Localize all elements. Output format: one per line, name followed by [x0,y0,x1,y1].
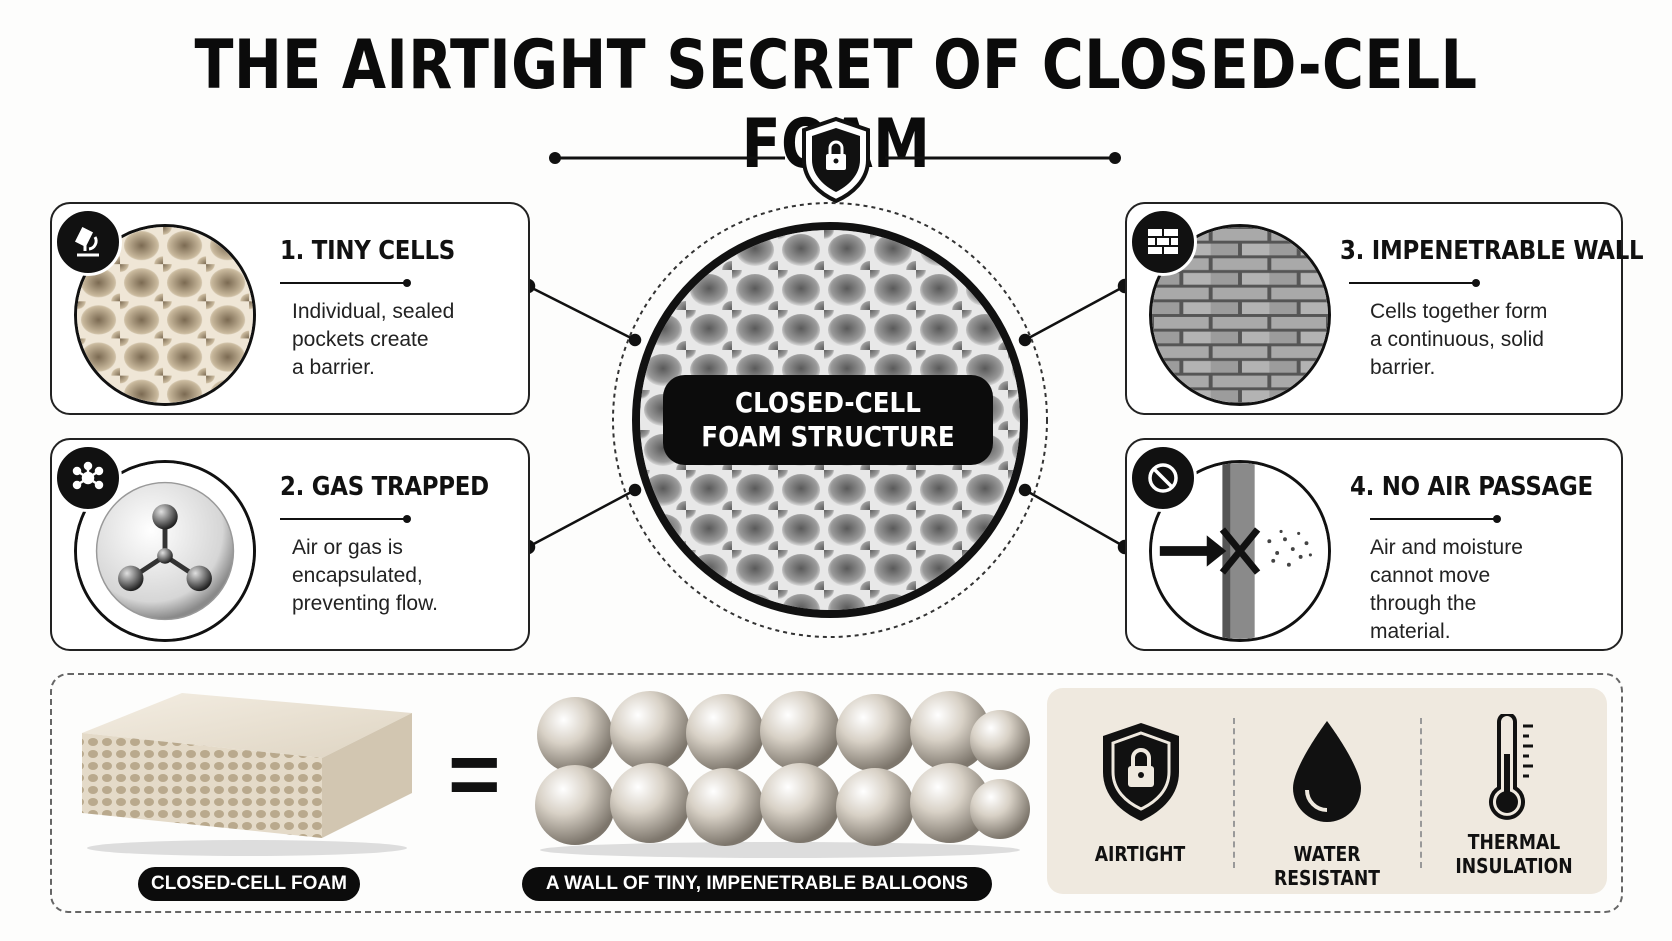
center-label: CLOSED-CELL FOAM STRUCTURE [663,375,993,465]
card-title: 4. NO AIR PASSAGE [1350,472,1593,502]
shield-lock-icon [1103,723,1179,821]
thermometer-icon [1489,714,1533,820]
card-title: 1. TINY CELLS [280,236,456,266]
card-description: Cells together form a continuous, solid … [1370,300,1548,379]
property-thermal-insulation: THERMAL INSULATION [1421,688,1607,894]
card-divider [1349,279,1480,287]
brick-wall-icon [1129,208,1197,276]
card-description: Air and moisture cannot move through the… [1370,536,1523,643]
no-entry-icon [1129,444,1197,512]
analogy-panel [50,673,1623,913]
property-airtight: AIRTIGHT [1047,688,1233,894]
balloon-wall-image [535,691,1030,858]
foam-label: CLOSED-CELL FOAM [138,867,360,901]
card-description: Individual, sealed pockets create a barr… [292,300,455,379]
property-label: THERMAL INSULATION [1455,830,1573,878]
foam-block-image [82,693,412,856]
property-label: AIRTIGHT [1094,842,1186,866]
card-divider [280,515,411,523]
card-description: Air or gas is encapsulated, preventing f… [292,536,438,615]
card-impenetrable-wall: 3. IMPENETRABLE WALL Cells together form… [1125,202,1644,415]
card-divider [280,279,411,287]
property-label: WATER RESISTANT [1273,842,1380,890]
card-divider [1370,515,1501,523]
shield-lock-icon [802,116,870,204]
card-title: 3. IMPENETRABLE WALL [1340,236,1644,266]
property-separator [1233,718,1235,868]
microscope-icon [54,208,122,276]
property-separator [1420,718,1422,868]
card-gas-trapped: 2. GAS TRAPPED Air or gas is encapsulate… [50,438,530,651]
card-no-air-passage: 4. NO AIR PASSAGE Air and moisture canno… [1125,438,1623,651]
title-divider [549,152,1121,164]
balloons-label: A WALL OF TINY, IMPENETRABLE BALLOONS [522,867,992,901]
card-title: 2. GAS TRAPPED [280,472,489,502]
water-drop-icon [1293,721,1361,822]
equals-sign: = [448,725,501,825]
property-water-resistant: WATER RESISTANT [1234,688,1420,894]
molecule-icon [54,444,122,512]
center-label-line2: FOAM STRUCTURE [701,420,955,453]
center-label-line1: CLOSED-CELL [735,386,921,419]
properties-panel: AIRTIGHT WATER RESISTANT THERMAL INSULAT… [1047,688,1607,894]
card-tiny-cells: 1. TINY CELLS Individual, sealed pockets… [50,202,530,415]
